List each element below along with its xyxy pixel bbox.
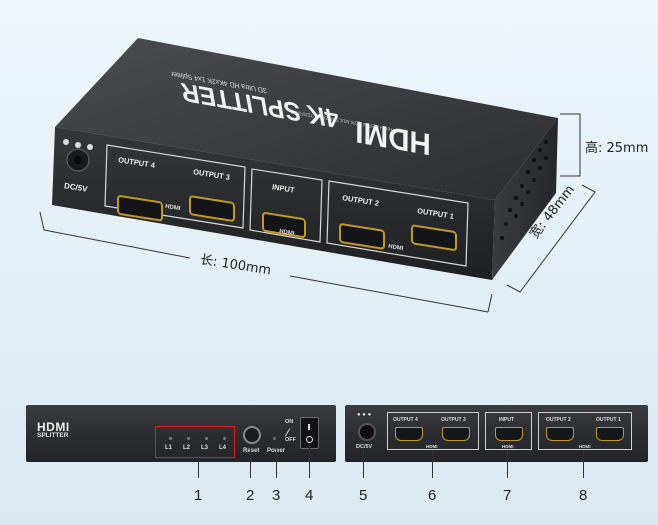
callout-4: 4 <box>305 487 314 504</box>
hdmi-port-output4 <box>117 195 163 222</box>
power-switch-off-mark <box>306 436 313 443</box>
callout-8: 8 <box>579 487 588 504</box>
front-logo-top: HDMI <box>37 420 70 434</box>
callout-2: 2 <box>246 487 255 504</box>
width-dim-line <box>506 184 596 293</box>
power-switch-on-mark <box>308 424 310 430</box>
input-frame <box>249 168 323 243</box>
led-l3-dot <box>205 437 208 440</box>
callout-tick-4 <box>309 446 310 478</box>
vent-holes <box>500 140 548 240</box>
callout-tick-6 <box>432 450 433 478</box>
rear-hdmi-output1[interactable] <box>596 427 624 441</box>
callout-tick-7 <box>507 450 508 478</box>
led-l3-label: L3 <box>201 445 209 451</box>
hdmi-port-output1 <box>411 224 457 251</box>
led-highlight-box <box>155 426 235 458</box>
rear-hdmi-input[interactable] <box>495 427 523 441</box>
height-dimension: 高: 25mm <box>585 141 649 156</box>
callout-tick-8 <box>583 450 584 478</box>
rear-hdmi-output4[interactable] <box>395 427 423 441</box>
rear-hdmi-output3[interactable] <box>442 427 470 441</box>
device-top-face <box>55 38 558 200</box>
front-panel <box>26 405 336 462</box>
led-l1-dot <box>169 437 172 440</box>
switch-on-label: ON <box>285 419 294 425</box>
rear-dc-label: DC/5V <box>356 444 373 450</box>
reset-label: Reset <box>243 448 260 454</box>
hdmi-port-output3 <box>189 195 235 222</box>
rear-output-2-1-frame <box>538 412 632 450</box>
rear-port-label-input: INPUT <box>499 417 514 423</box>
rear-dc-dots: ● ● ● <box>357 412 372 418</box>
led-l4-dot <box>223 437 226 440</box>
reset-button[interactable] <box>243 426 261 444</box>
rear-port-label-output1: OUTPUT 1 <box>596 417 621 423</box>
led-l2-label: L2 <box>183 445 191 451</box>
rear-hdmi-label-right: HDMI <box>577 444 593 449</box>
rear-output-4-3-frame <box>387 412 479 450</box>
height-dim-line <box>560 113 581 177</box>
product-photo <box>39 38 596 313</box>
rear-port-label-output3: OUTPUT 3 <box>441 417 466 423</box>
led-l2-dot <box>187 437 190 440</box>
rear-input-frame <box>485 412 532 450</box>
callout-1: 1 <box>194 487 203 504</box>
rear-hdmi-output2[interactable] <box>546 427 574 441</box>
led-l4-label: L4 <box>219 445 227 451</box>
hdmi-port-output2 <box>339 223 385 250</box>
output-2-1-frame <box>326 180 469 267</box>
rear-hdmi-label-center: HDMI <box>500 444 516 449</box>
output-4-3-frame <box>104 144 246 229</box>
switch-off-label: OFF <box>285 437 296 443</box>
callout-5: 5 <box>359 487 368 504</box>
callout-3: 3 <box>272 487 281 504</box>
callout-6: 6 <box>428 487 437 504</box>
callout-tick-5 <box>363 450 364 478</box>
callout-tick-3 <box>276 446 277 478</box>
rear-port-label-output2: OUTPUT 2 <box>546 417 571 423</box>
callout-7: 7 <box>503 487 512 504</box>
rear-hdmi-label-left: HDMI <box>424 444 440 449</box>
callout-tick-1 <box>198 456 199 478</box>
power-led <box>273 437 276 440</box>
callout-tick-2 <box>250 446 251 478</box>
front-logo-bottom: SPLITTER <box>37 432 69 439</box>
rear-port-label-output4: OUTPUT 4 <box>393 417 418 423</box>
length-dim-line-left <box>39 211 45 231</box>
hdmi-port-input <box>262 212 306 238</box>
device-right-side <box>492 118 558 280</box>
rear-dc-jack <box>358 423 376 441</box>
led-l1-label: L1 <box>165 445 173 451</box>
power-switch[interactable] <box>300 417 319 449</box>
